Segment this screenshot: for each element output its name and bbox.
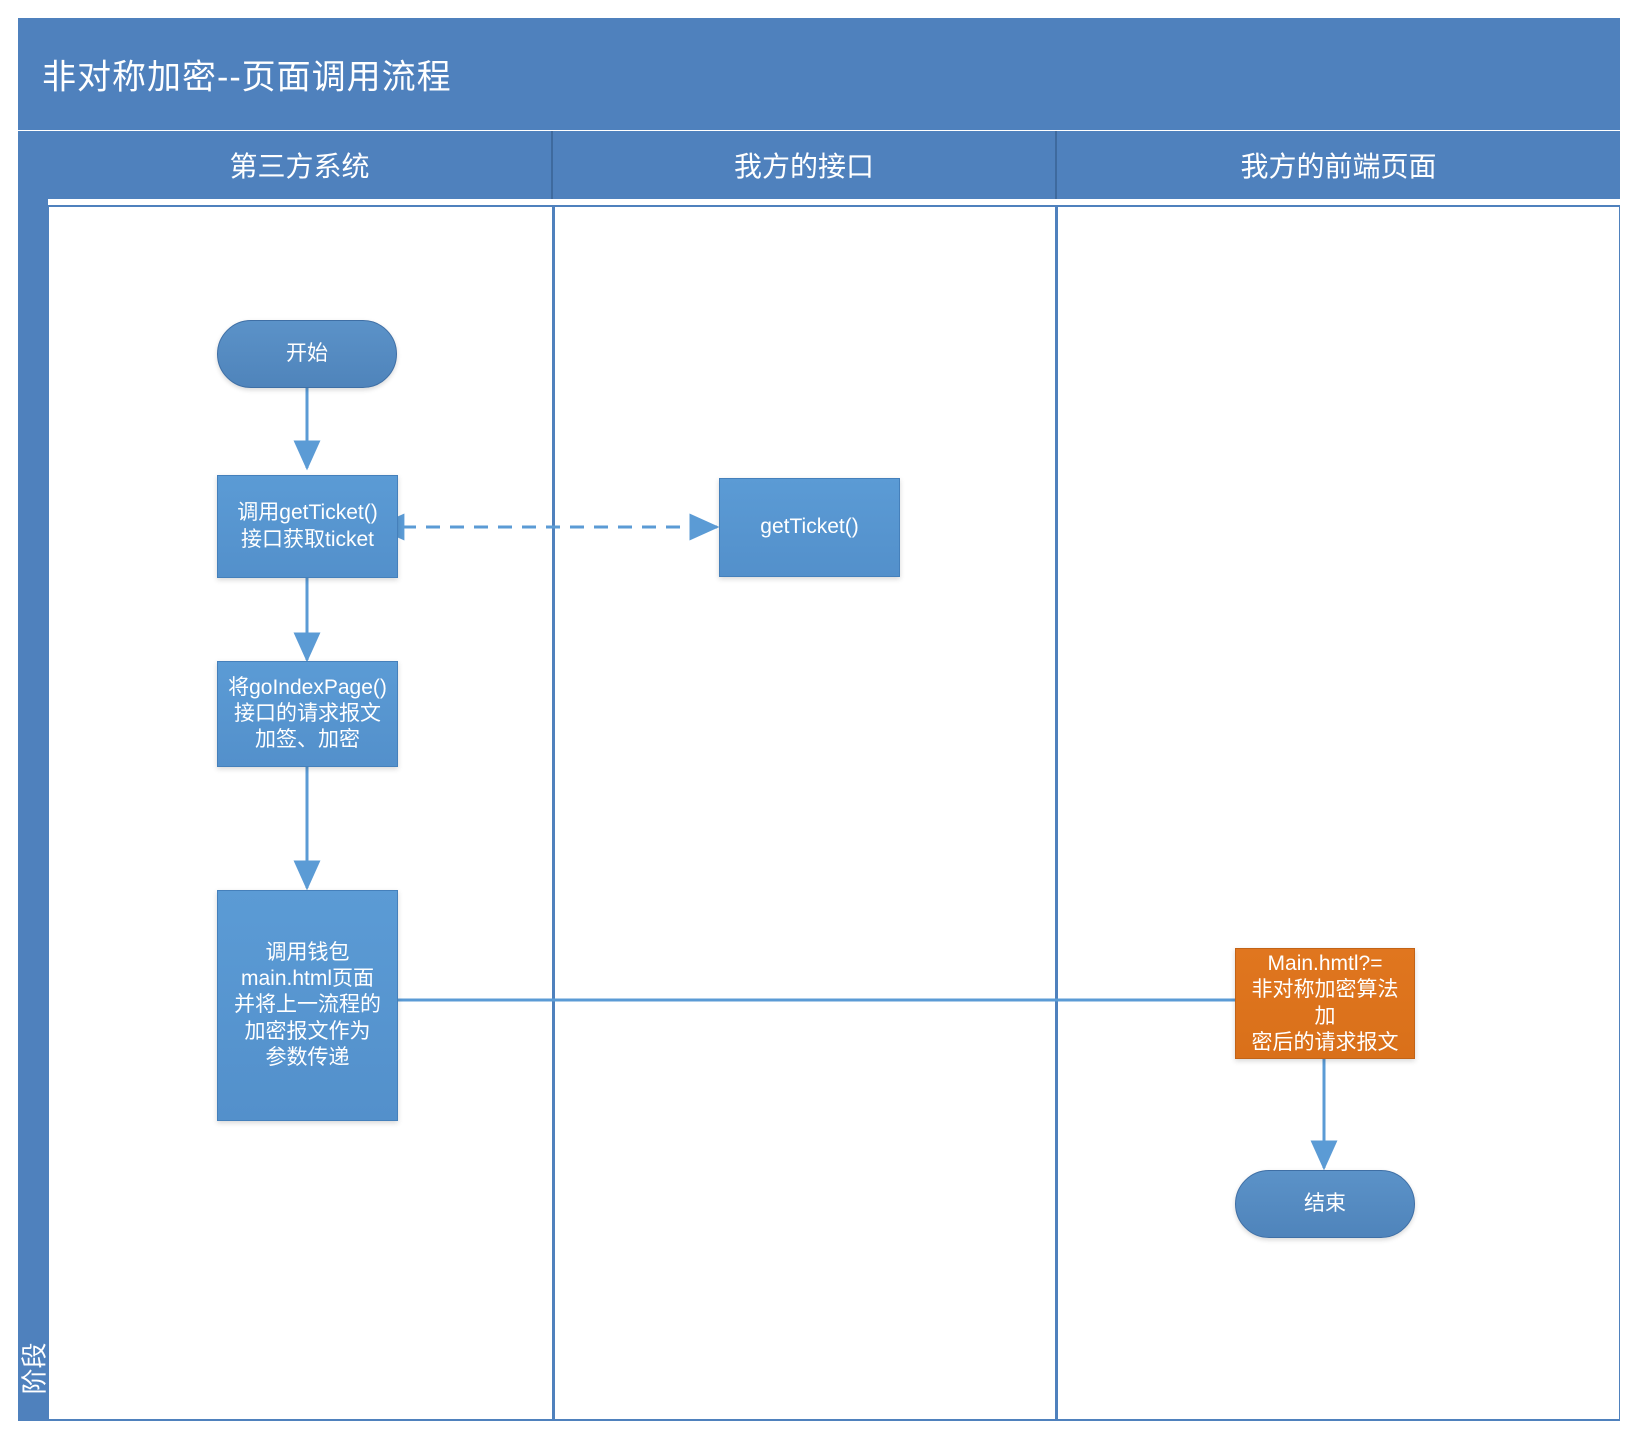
lane-header-our-frontend: 我方的前端页面: [1057, 131, 1620, 199]
node-main-html-param[interactable]: Main.hmtl?= 非对称加密算法加 密后的请求报文: [1235, 948, 1415, 1059]
node-start[interactable]: 开始: [217, 320, 397, 388]
node-sign-encrypt[interactable]: 将goIndexPage() 接口的请求报文 加签、加密: [217, 661, 398, 767]
lane-header-label: 我方的前端页面: [1240, 151, 1437, 182]
stage-label: 阶段: [19, 1342, 50, 1395]
lane-body-our-frontend: [1057, 205, 1620, 1421]
lane-header-our-api: 我方的接口: [553, 131, 1057, 199]
lane-body-our-api: [553, 205, 1057, 1421]
node-call-wallet-main[interactable]: 调用钱包 main.html页面 并将上一流程的 加密报文作为 参数传递: [217, 890, 398, 1121]
node-end[interactable]: 结束: [1235, 1170, 1415, 1238]
lane-header-third-party: 第三方系统: [48, 131, 553, 199]
node-call-get-ticket[interactable]: 调用getTicket() 接口获取ticket: [217, 475, 398, 578]
stage-bar: 阶段: [18, 131, 50, 1421]
node-get-ticket-api[interactable]: getTicket(): [719, 478, 900, 577]
diagram-title: 非对称加密--页面调用流程: [42, 58, 452, 97]
lane-header-label: 我方的接口: [733, 151, 874, 182]
lane-header-label: 第三方系统: [229, 151, 370, 182]
lane-body-third-party: [48, 205, 553, 1421]
diagram-title-bar: 非对称加密--页面调用流程: [18, 18, 1620, 130]
